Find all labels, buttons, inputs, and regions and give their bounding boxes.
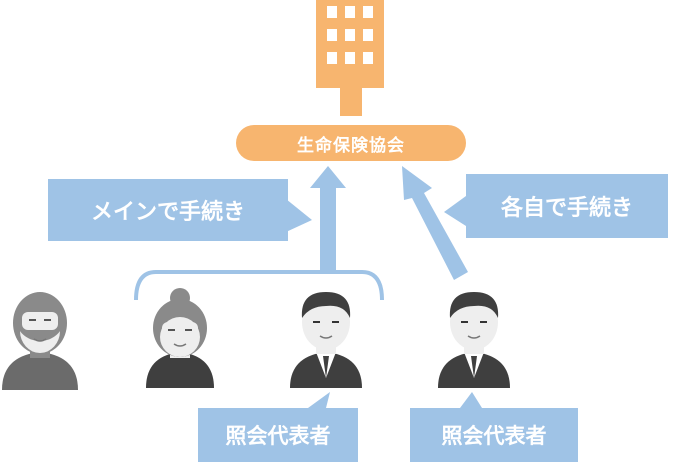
businessman-left-icon <box>290 292 362 388</box>
rep-right-text: 照会代表者 <box>441 424 547 448</box>
rep-right-callout <box>410 392 578 462</box>
main-procedure-callout <box>48 179 312 241</box>
bald-elder-man-icon <box>2 292 78 390</box>
office-building-icon <box>316 0 384 116</box>
elder-woman-icon <box>146 288 214 388</box>
main-procedure-text: メインで手続き <box>90 200 245 225</box>
organization-label: 生命保険協会 <box>236 125 466 161</box>
group-bracket <box>134 270 384 301</box>
rep-left-callout <box>198 392 358 462</box>
rep-left-text: 照会代表者 <box>225 424 331 448</box>
main-procedure-arrow <box>310 166 346 274</box>
self-procedure-text: 各自で手続き <box>500 196 633 221</box>
self-procedure-callout <box>444 174 668 238</box>
self-procedure-arrow <box>402 166 468 280</box>
businessman-right-icon <box>438 292 510 388</box>
